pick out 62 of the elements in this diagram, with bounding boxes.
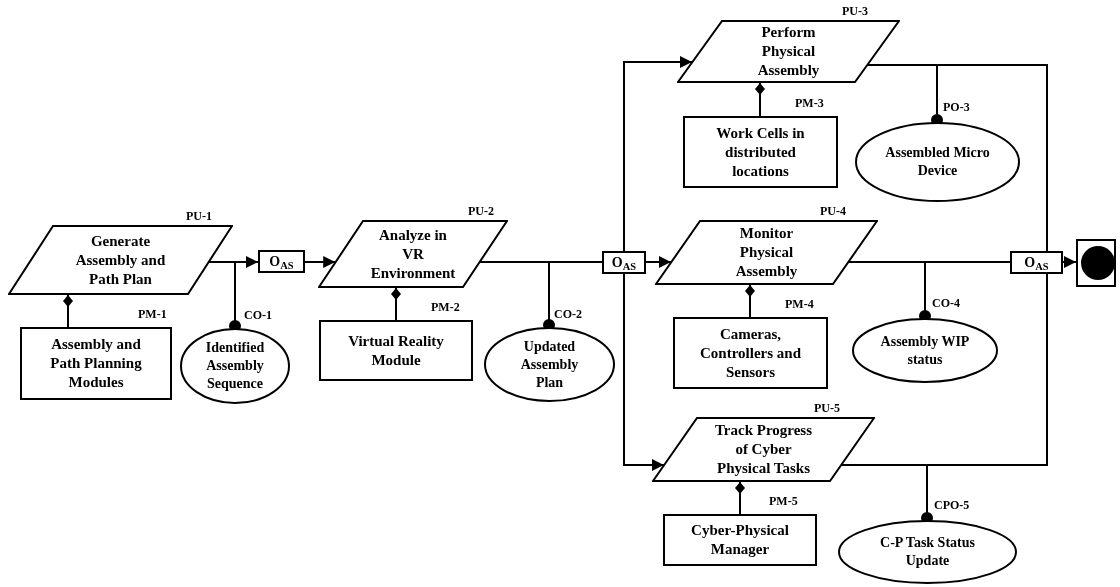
node-tag: PU-4: [820, 204, 846, 218]
node-label: Analyze in VR Environment: [370, 225, 456, 283]
connector-line: [735, 481, 745, 515]
arrow: [623, 56, 693, 252]
process-parallelogram: [655, 220, 878, 285]
arrow: [1062, 256, 1077, 268]
node-label: O$_{AS}$: [1024, 254, 1049, 273]
node-tag: PU-3: [842, 4, 868, 18]
node-label: Cyber-Physical Manager: [690, 521, 790, 559]
process-parallelogram: [8, 225, 233, 295]
node-label: Assembly WIP status: [879, 332, 971, 369]
node-tag: PM-1: [138, 307, 167, 321]
node-label: C-P Task Status Update: [879, 534, 976, 570]
output-ellipse: [852, 318, 998, 383]
node-label: Track Progress of Cyber Physical Tasks: [713, 421, 814, 478]
node-tag: PO-3: [943, 100, 970, 114]
node-tag: CO-2: [554, 307, 582, 321]
resource-box: [673, 317, 828, 389]
node-tag: PM-4: [785, 297, 814, 311]
node-label: Virtual Reality Module: [347, 331, 445, 370]
arrow: [623, 273, 665, 471]
node-tag: PU-1: [186, 209, 212, 223]
arrow: [304, 256, 337, 268]
output-box: [1010, 251, 1063, 274]
node-tag: CO-4: [932, 296, 960, 310]
output-ellipse: [484, 327, 615, 402]
node-label: Identified Assembly Sequence: [204, 339, 266, 393]
node-label: Assembly and Path Planning Modules: [49, 335, 143, 392]
connector-line: [755, 82, 765, 117]
resource-box: [319, 320, 473, 381]
node-tag: CPO-5: [934, 498, 970, 512]
connector-line: [745, 284, 755, 318]
node-tag: PU-2: [468, 204, 494, 218]
output-ellipse: [180, 328, 290, 404]
output-ellipse: [855, 122, 1020, 202]
process-parallelogram: [652, 417, 875, 482]
node-tag: PM-3: [795, 96, 824, 110]
node-label: Cameras, Controllers and Sensors: [699, 324, 802, 382]
process-parallelogram: [677, 20, 900, 83]
node-label: Updated Assembly Plan: [519, 337, 580, 392]
node-label: O$_{AS}$: [269, 253, 294, 272]
node-label: Assembled Micro Device: [884, 144, 991, 180]
node-tag: PM-5: [769, 494, 798, 508]
end-terminal: [1076, 239, 1116, 287]
node-label: Work Cells in distributed locations: [715, 123, 806, 181]
resource-box: [20, 327, 172, 400]
node-label: O$_{AS}$: [611, 254, 637, 273]
output-ellipse: [838, 520, 1017, 584]
process-parallelogram: [318, 220, 508, 288]
node-tag: PU-5: [814, 401, 840, 415]
node-tag: CO-1: [244, 308, 272, 322]
node-tag: PM-2: [431, 300, 460, 314]
output-box: [258, 250, 305, 273]
node-label: Perform Physical Assembly: [756, 23, 821, 80]
arrow: [645, 256, 672, 268]
connector-line: [63, 294, 73, 328]
output-box: [602, 251, 646, 274]
resource-box: [683, 116, 838, 188]
node-label: Generate Assembly and Path Plan: [74, 231, 167, 289]
resource-box: [663, 514, 817, 566]
connector-line: [391, 287, 401, 321]
node-label: Monitor Physical Assembly: [734, 224, 799, 281]
